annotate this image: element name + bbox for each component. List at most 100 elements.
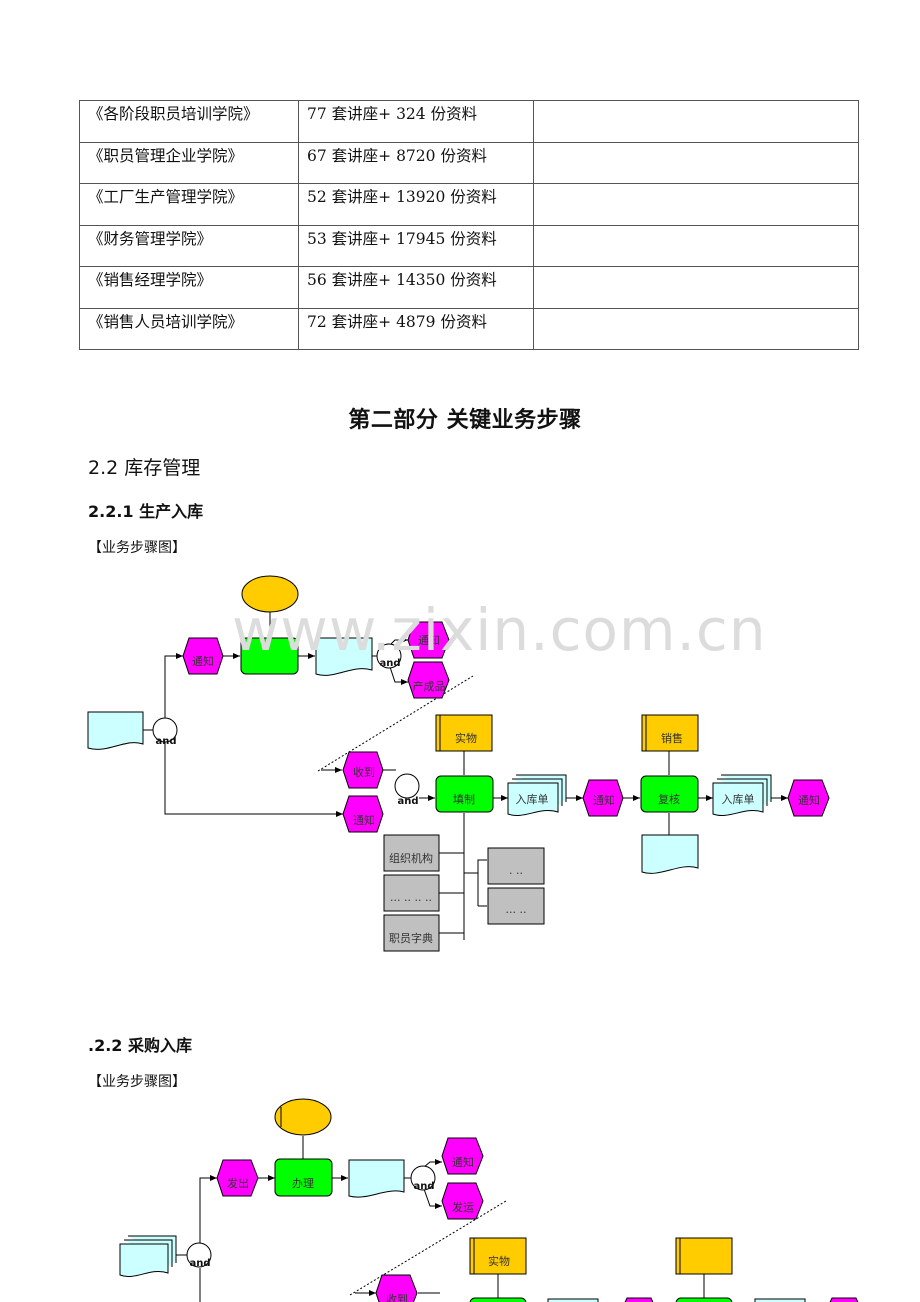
svg-text:填制: 填制 <box>453 792 475 806</box>
svg-text:发运: 发运 <box>452 1200 474 1214</box>
process-diagram-2: and and 发出 通知 发运 收到 办理 实物 <box>0 1095 920 1302</box>
connector-lines <box>143 607 788 940</box>
document <box>315 637 373 676</box>
section-number: 2.2 <box>88 457 119 479</box>
function-partial <box>675 1297 733 1302</box>
and-connector: and <box>186 1242 212 1269</box>
course-content: 52 套讲座+ 13920 份资料 <box>298 183 534 226</box>
course-note <box>533 307 859 350</box>
svg-text:··· ··: ··· ·· <box>506 906 527 919</box>
document <box>348 1159 405 1198</box>
table-row: 《各阶段职员培训学院》 77 套讲座+ 324 份资料 <box>79 100 859 143</box>
document-partial <box>547 1298 599 1302</box>
event-notify: 通知 <box>441 1137 484 1175</box>
event-notify: 通知 <box>407 621 450 659</box>
subsection-number: 2.2.1 <box>88 502 134 521</box>
unit-physical: 实物 <box>469 1237 527 1275</box>
and-label: and <box>189 1258 210 1269</box>
system-box: ··· ·· ·· ·· <box>383 874 440 912</box>
svg-text:通知: 通知 <box>593 793 615 807</box>
org-unit-ellipse <box>241 575 299 613</box>
svg-text:实物: 实物 <box>455 731 477 745</box>
course-content: 53 套讲座+ 17945 份资料 <box>298 224 534 267</box>
event-notify: 通知 <box>182 637 224 675</box>
svg-text:入库单: 入库单 <box>722 793 755 806</box>
document-partial <box>754 1298 806 1302</box>
subsection-heading-2: .2.2 采购入库 <box>88 1032 192 1056</box>
svg-text:· ··: · ·· <box>509 867 523 880</box>
section-title: 库存管理 <box>124 457 201 479</box>
and-label: and <box>379 658 400 669</box>
course-note <box>533 100 859 143</box>
course-content: 72 套讲座+ 4879 份资料 <box>298 307 534 350</box>
svg-text:通知: 通知 <box>798 793 820 807</box>
svg-text:入库单: 入库单 <box>516 793 549 806</box>
function-box <box>240 637 299 675</box>
svg-text:实物: 实物 <box>488 1254 510 1268</box>
org-unit-ellipse <box>274 1098 332 1136</box>
system-org: 组织机构 <box>383 834 440 872</box>
course-content: 67 套讲座+ 8720 份资料 <box>298 141 534 184</box>
event-receive: 收到 <box>375 1274 418 1302</box>
event-partial <box>624 1297 654 1302</box>
table-row: 《销售经理学院》 56 套讲座+ 14350 份资料 <box>79 266 859 309</box>
watermark: www.zixin.com.cn <box>232 596 767 664</box>
part-title: 第二部分 关键业务步骤 <box>348 408 582 433</box>
unit-physical: 实物 <box>435 714 493 752</box>
system-box: ··· ·· <box>487 887 545 925</box>
function-handle: 办理 <box>274 1158 333 1197</box>
event-receive: 收到 <box>342 751 384 789</box>
section-heading: 2.2 库存管理 <box>88 453 200 480</box>
event-partial <box>829 1297 859 1302</box>
svg-text:职员字典: 职员字典 <box>389 931 433 945</box>
unit-sales: 销售 <box>641 714 699 752</box>
table-row: 《销售人员培训学院》 72 套讲座+ 4879 份资料 <box>79 307 859 350</box>
event-notify: 通知 <box>787 779 830 817</box>
course-name: 《各阶段职员培训学院》 <box>79 100 299 143</box>
resource-table: 《各阶段职员培训学院》 77 套讲座+ 324 份资料 《职员管理企业学院》 6… <box>79 100 859 350</box>
table-row: 《工厂生产管理学院》 52 套讲座+ 13920 份资料 <box>79 183 859 226</box>
course-note <box>533 266 859 309</box>
and-label: and <box>155 736 176 747</box>
and-connector: and <box>152 717 178 747</box>
document-stock-in: 入库单 <box>507 774 567 816</box>
course-note <box>533 141 859 184</box>
course-name: 《销售人员培训学院》 <box>79 307 299 350</box>
table-row: 《职员管理企业学院》 67 套讲座+ 8720 份资料 <box>79 141 859 184</box>
svg-text:通知: 通知 <box>452 1155 474 1169</box>
document-stock-in: 入库单 <box>712 774 772 816</box>
and-label: and <box>413 1181 434 1192</box>
svg-text:销售: 销售 <box>661 731 683 745</box>
course-content: 77 套讲座+ 324 份资料 <box>298 100 534 143</box>
course-name: 《财务管理学院》 <box>79 224 299 267</box>
and-connector: and <box>394 773 420 807</box>
svg-text:产成品: 产成品 <box>413 679 446 693</box>
svg-text:组织机构: 组织机构 <box>389 851 433 865</box>
start-document <box>87 711 144 750</box>
event-ship: 发运 <box>441 1182 484 1220</box>
svg-text:··· ·· ·· ··: ··· ·· ·· ·· <box>390 894 432 907</box>
svg-text:通知: 通知 <box>353 813 375 827</box>
document <box>641 834 699 874</box>
and-label: and <box>397 796 418 807</box>
svg-text:复核: 复核 <box>658 792 680 806</box>
event-product: 产成品 <box>407 661 450 699</box>
and-connector: and <box>410 1165 436 1192</box>
course-name: 《销售经理学院》 <box>79 266 299 309</box>
course-content: 56 套讲座+ 14350 份资料 <box>298 266 534 309</box>
course-name: 《工厂生产管理学院》 <box>79 183 299 226</box>
table-row: 《财务管理学院》 53 套讲座+ 17945 份资料 <box>79 224 859 267</box>
process-diagram-1: and and and 通知 通知 产成品 收到 通知 通知 通知 填制 <box>0 570 920 960</box>
subsection-title: 生产入库 <box>139 502 204 521</box>
connector-lines <box>176 1136 705 1302</box>
course-name: 《职员管理企业学院》 <box>79 141 299 184</box>
svg-text:收到: 收到 <box>353 765 375 779</box>
function-review: 复核 <box>640 775 699 813</box>
svg-text:通知: 通知 <box>192 654 214 668</box>
function-fill: 填制 <box>435 775 494 813</box>
unit-box <box>675 1237 733 1275</box>
system-box: · ·· <box>487 847 545 885</box>
svg-text:收到: 收到 <box>386 1292 408 1302</box>
function-partial <box>469 1297 527 1302</box>
course-note <box>533 224 859 267</box>
